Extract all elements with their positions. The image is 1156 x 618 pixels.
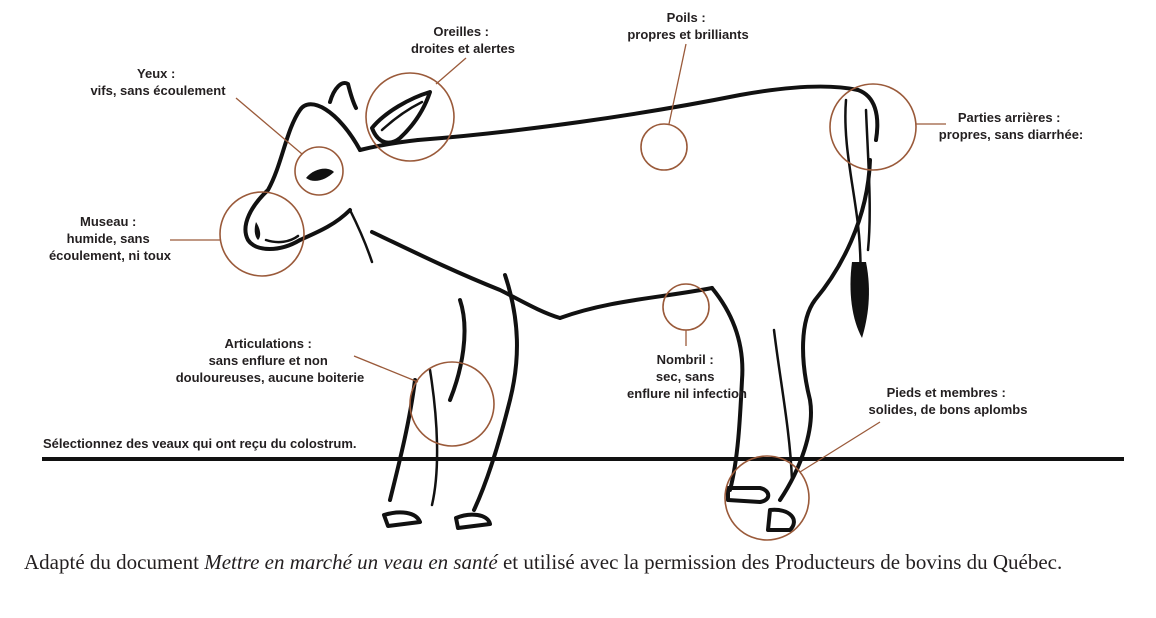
ring-oreilles: [365, 72, 455, 162]
ground-note: Sélectionnez des veaux qui ont reçu du c…: [43, 436, 357, 451]
label-nombril: Nombril : sec, sans enflure nil infectio…: [627, 352, 747, 401]
ring-articulations: [409, 361, 495, 447]
caption-suffix: et utilisé avec la permission des Produc…: [497, 550, 1063, 574]
label-yeux: Yeux : vifs, sans écoulement: [90, 66, 226, 98]
calf-illustration: [243, 81, 880, 532]
label-museau: Museau : humide, sans écoulement, ni tou…: [49, 214, 172, 263]
label-articulations: Articulations : sans enflure et non doul…: [176, 336, 365, 385]
label-pieds: Pieds et membres : solides, de bons aplo…: [869, 385, 1028, 417]
caption-source-title: Mettre en marché un veau en santé: [204, 550, 498, 574]
figure-caption: Adapté du document Mettre en marché un v…: [24, 548, 1124, 577]
ring-museau: [219, 191, 305, 277]
ring-pieds: [724, 455, 810, 541]
ring-yeux: [294, 146, 344, 196]
ring-poils: [640, 123, 688, 171]
label-poils: Poils : propres et brilliants: [627, 10, 748, 42]
label-parties-arrieres: Parties arrières : propres, sans diarrhé…: [939, 110, 1084, 142]
leader-yeux: [235, 97, 303, 155]
caption-prefix: Adapté du document: [24, 550, 205, 574]
leader-articulations: [353, 355, 419, 383]
leader-oreilles: [435, 57, 467, 85]
leader-pieds: [799, 421, 881, 473]
label-oreilles: Oreilles : droites et alertes: [411, 24, 515, 56]
calf-health-diagram: Oreilles : droites et alertes Poils : pr…: [42, 10, 1124, 541]
ring-parties-arrieres: [829, 83, 917, 171]
leader-poils: [668, 43, 687, 125]
